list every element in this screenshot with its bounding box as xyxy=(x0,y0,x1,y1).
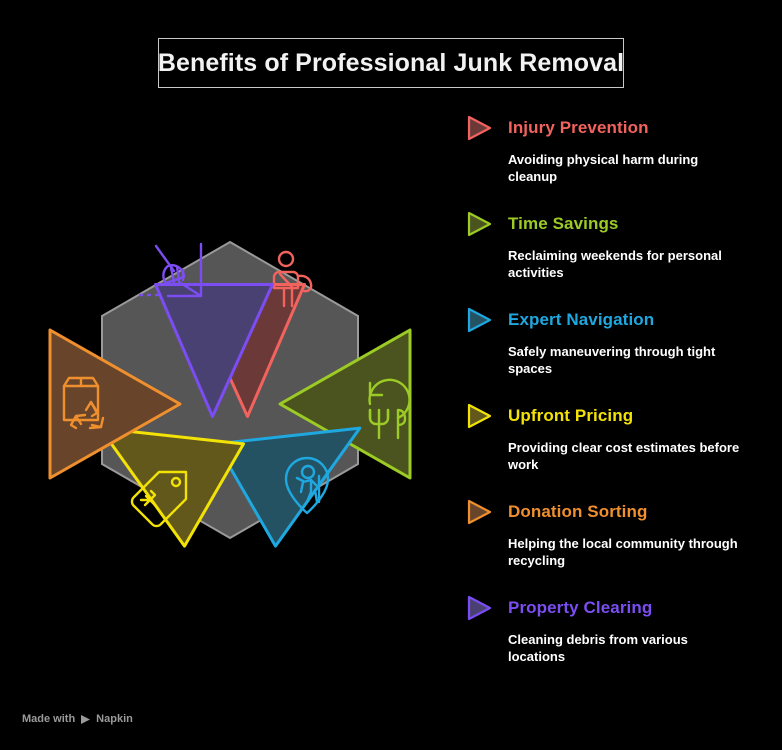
footer-brand: Napkin xyxy=(96,713,133,725)
segment-property-clearing[interactable] xyxy=(138,242,274,418)
clock-cutlery-icon xyxy=(368,378,411,440)
legend-description: Providing clear cost estimates before wo… xyxy=(508,440,740,472)
segment-triangle-property-clearing xyxy=(154,283,274,418)
legend-title: Time Savings xyxy=(508,214,619,233)
page-title-box: Benefits of Professional Junk Removal xyxy=(158,38,624,88)
legend-title: Property Clearing xyxy=(508,598,653,617)
benefits-legend: Injury Prevention Avoiding physical harm… xyxy=(466,114,772,690)
legend-description: Helping the local community through recy… xyxy=(508,536,738,568)
hexagon-diagram xyxy=(18,178,442,602)
page-title: Benefits of Professional Junk Removal xyxy=(157,48,625,77)
broom-dustpan-icon xyxy=(138,242,203,298)
person-arm-sling-icon xyxy=(272,250,313,308)
legend-description: Reclaiming weekends for personal activit… xyxy=(508,248,722,280)
legend-description: Avoiding physical harm during cleanup xyxy=(508,152,699,184)
legend-title: Injury Prevention xyxy=(508,118,649,137)
legend-item-upfront-pricing[interactable]: Upfront Pricing Providing clear cost est… xyxy=(466,402,772,498)
segment-donation-sorting[interactable] xyxy=(48,328,182,480)
segment-upfront-pricing[interactable] xyxy=(70,378,245,548)
legend-item-property-clearing[interactable]: Property Clearing Cleaning debris from v… xyxy=(466,594,772,690)
price-tag-icon xyxy=(130,470,188,528)
footer-prefix: Made with xyxy=(22,713,76,725)
legend-description: Cleaning debris from various locations xyxy=(508,632,688,664)
triangle-marker-icon xyxy=(466,403,492,429)
legend-description: Safely maneuvering through tight spaces xyxy=(508,344,716,376)
legend-item-expert-navigation[interactable]: Expert Navigation Safely maneuvering thr… xyxy=(466,306,772,402)
napkin-logo-icon xyxy=(80,714,91,725)
segment-expert-navigation[interactable] xyxy=(215,378,390,548)
box-recycle-icon xyxy=(62,376,105,430)
legend-item-injury-prevention[interactable]: Injury Prevention Avoiding physical harm… xyxy=(466,114,772,210)
footer-watermark[interactable]: Made with Napkin xyxy=(22,713,133,725)
legend-title: Upfront Pricing xyxy=(508,406,634,425)
map-pin-hiker-icon xyxy=(284,456,330,515)
legend-item-donation-sorting[interactable]: Donation Sorting Helping the local commu… xyxy=(466,498,772,594)
legend-title: Donation Sorting xyxy=(508,502,648,521)
segment-triangle-donation-sorting xyxy=(48,328,182,480)
triangle-marker-icon xyxy=(466,499,492,525)
triangle-marker-icon xyxy=(466,211,492,237)
triangle-marker-icon xyxy=(466,595,492,621)
triangle-marker-icon xyxy=(466,115,492,141)
legend-title: Expert Navigation xyxy=(508,310,655,329)
legend-item-time-savings[interactable]: Time Savings Reclaiming weekends for per… xyxy=(466,210,772,306)
triangle-marker-icon xyxy=(466,307,492,333)
